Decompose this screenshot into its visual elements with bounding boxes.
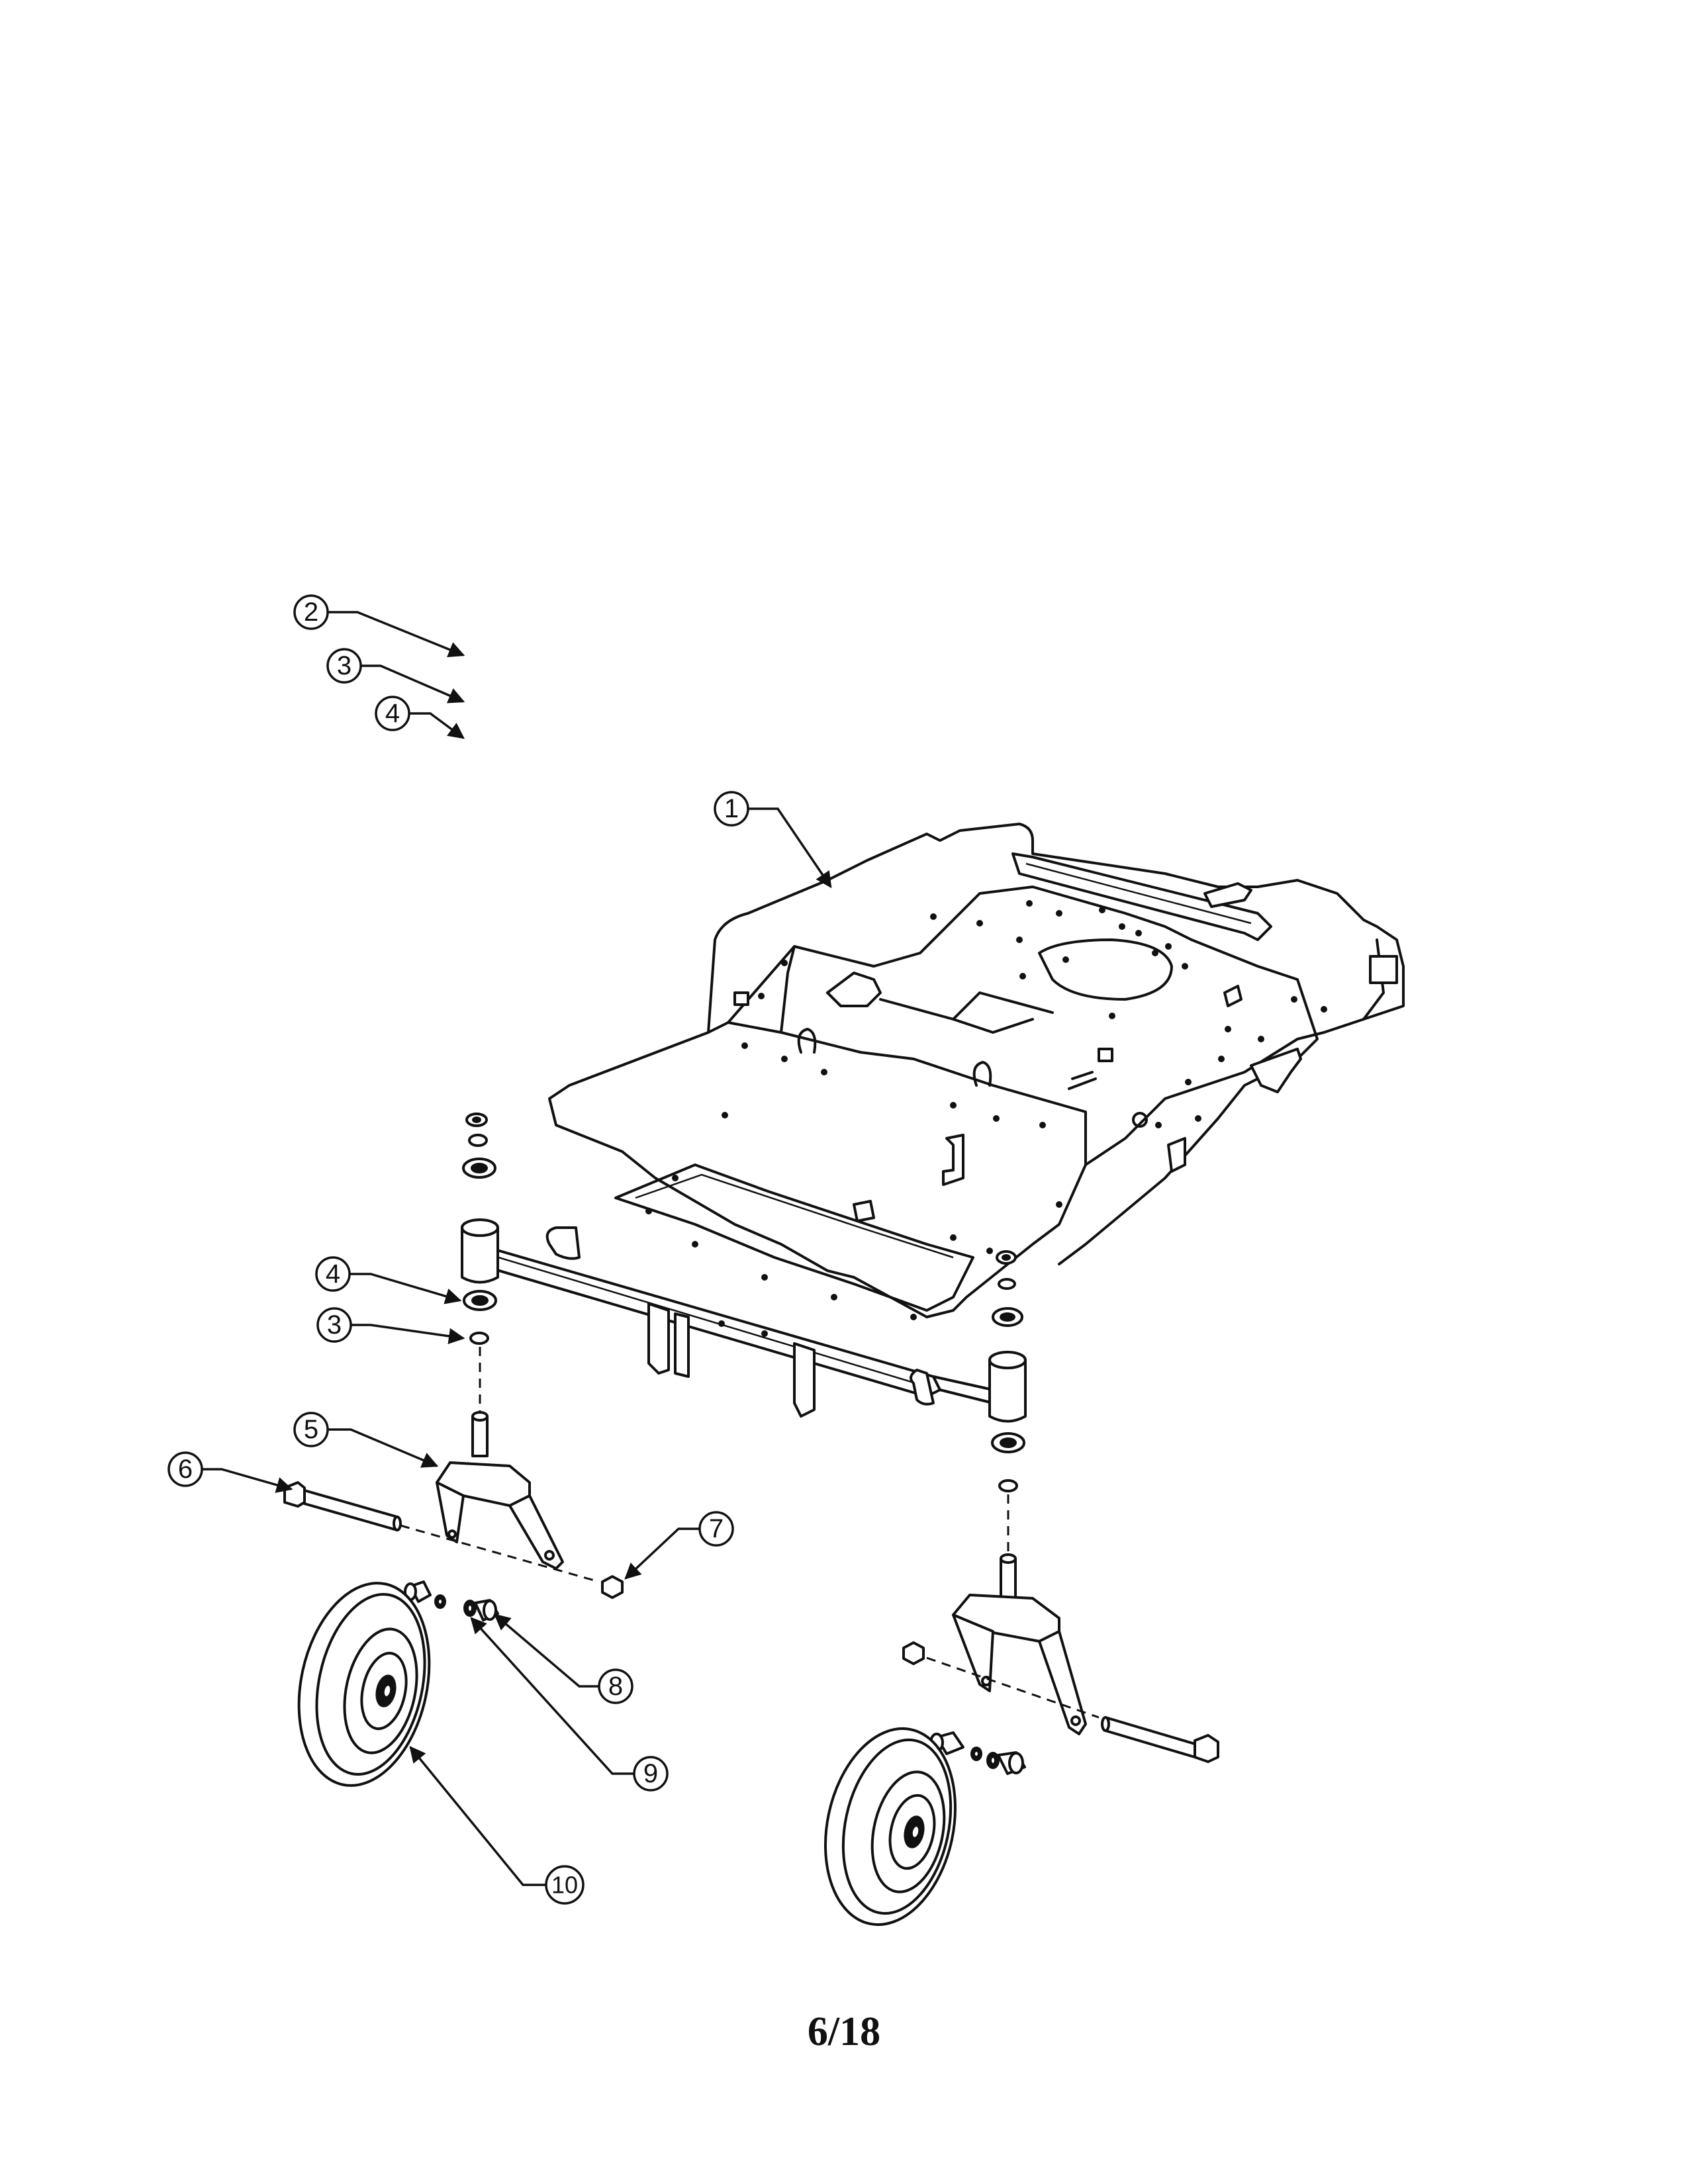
- svg-text:4: 4: [326, 1259, 340, 1289]
- svg-text:4: 4: [385, 699, 400, 728]
- svg-text:9: 9: [643, 1759, 658, 1788]
- callout-5: 5: [293, 1412, 329, 1447]
- main-frame: [475, 823, 1405, 1418]
- svg-text:6: 6: [178, 1455, 193, 1484]
- callout-1: 1: [714, 791, 749, 827]
- callout-7: 7: [698, 1511, 734, 1547]
- callout-3-upper: 3: [326, 648, 362, 684]
- svg-text:3: 3: [337, 651, 352, 680]
- svg-text:8: 8: [608, 1672, 623, 1701]
- right-caster-assembly: [823, 1250, 1219, 1927]
- callout-9: 9: [633, 1756, 669, 1792]
- svg-text:7: 7: [709, 1514, 724, 1543]
- page-number: 6/18: [807, 2009, 881, 2054]
- callout-4-upper: 4: [375, 696, 410, 731]
- callout-10: 10: [545, 1865, 585, 1905]
- svg-text:1: 1: [724, 794, 739, 823]
- callout-leaders: [202, 611, 832, 1886]
- callout-2: 2: [293, 594, 329, 630]
- callout-4-lower: 4: [315, 1256, 351, 1292]
- svg-text:5: 5: [304, 1415, 318, 1444]
- callout-3-lower: 3: [316, 1307, 352, 1343]
- svg-text:2: 2: [304, 598, 318, 627]
- left-caster-assembly: [283, 1113, 624, 1787]
- callout-6: 6: [167, 1451, 203, 1487]
- svg-text:3: 3: [327, 1310, 342, 1340]
- svg-text:10: 10: [551, 1872, 578, 1899]
- callout-8: 8: [598, 1668, 633, 1704]
